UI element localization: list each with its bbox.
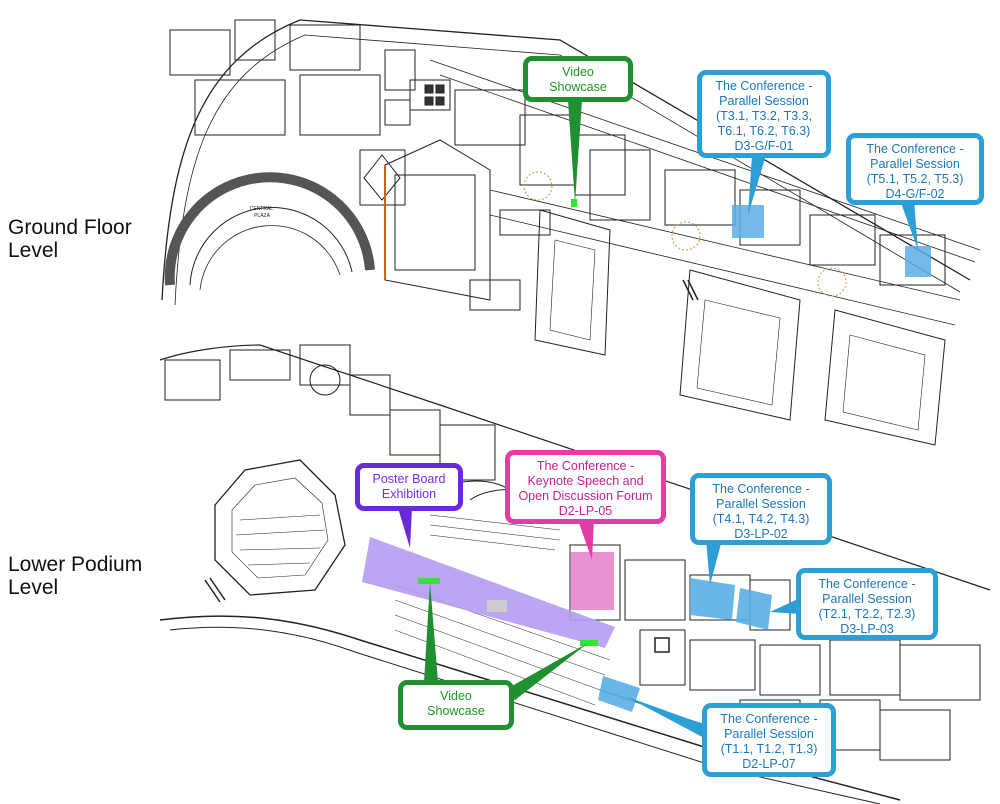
keynote-callout: The Conference - Keynote Speech and Open… [505,450,666,524]
ground-d4-gf-02-callout: The Conference - Parallel Session (T5.1,… [846,133,984,205]
ground-video-showcase-callout: Video Showcase [523,56,633,102]
lp-video-pointer-b [505,643,588,700]
lp-d2-07-callout: The Conference - Parallel Session (T1.1,… [702,703,836,777]
room-d3-lp-03-highlight [736,588,772,630]
ground-floor-plan [161,19,981,446]
ground-d4-pointer [900,200,918,250]
lp-d2-07-pointer [625,696,708,740]
lower-podium-level-label: Lower Podium Level [8,553,143,599]
lp-video-highlight-b [580,640,598,646]
room-d2-lp-07-highlight [598,676,640,712]
lp-video-highlight-a [418,578,440,584]
ground-video-highlight [571,199,577,207]
lp-d3-03-pointer [770,598,800,614]
poster-board-callout: Poster Board Exhibition [355,463,463,511]
lower-podium-plan [159,344,991,804]
poster-pointer [398,508,412,548]
lp-d3-02-pointer [706,540,722,585]
lp-video-showcase-callout: Video Showcase [398,680,514,730]
keynote-pointer [578,520,594,560]
lp-d3-03-callout: The Conference - Parallel Session (T2.1,… [796,568,938,640]
lp-video-pointer-a [424,582,438,682]
ground-floor-level-label: Ground Floor Level [8,216,132,262]
ground-d3-gf-01-callout: The Conference - Parallel Session (T3.1,… [697,70,831,158]
lp-small-grey-room [487,600,507,612]
ground-video-pointer [568,100,582,203]
ground-d3-pointer [748,155,766,215]
keynote-room-highlight [571,552,614,610]
room-d4-gf-02-highlight [905,246,931,277]
poster-board-highlight [362,537,615,648]
room-d3-gf-01-highlight [732,205,764,238]
central-plaza-label: CENTRAL PLAZA [250,206,275,219]
room-d3-lp-02-highlight [690,578,735,620]
lp-d3-02-callout: The Conference - Parallel Session (T4.1,… [690,473,832,545]
